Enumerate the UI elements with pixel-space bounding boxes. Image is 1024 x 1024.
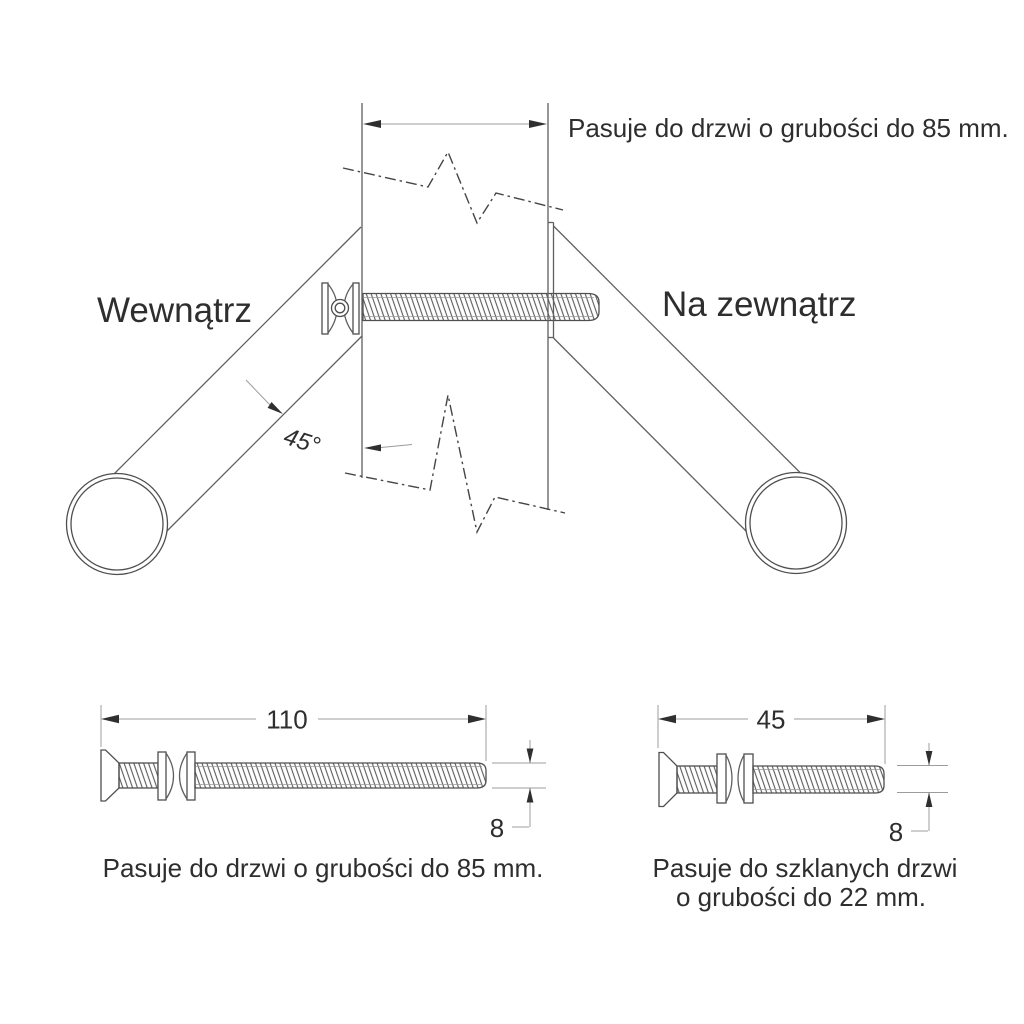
long-bolt-drawing: 110 8 Pasuje do drzwi o grubości do 85 m…	[100, 705, 546, 883]
dimension-arrow-left	[363, 120, 381, 128]
handle-tube-edge	[553, 225, 801, 473]
short-bolt-length: 45	[757, 705, 786, 735]
long-bolt-length: 110	[266, 705, 307, 735]
long-bolt-caption: Pasuje do drzwi o grubości do 85 mm.	[103, 853, 544, 883]
angle-annotation: 45°	[245, 379, 413, 460]
short-bolt-diameter: 8	[889, 817, 903, 847]
through-bolt-assembly	[362, 292, 600, 322]
thread-section	[118, 762, 159, 789]
dimension-arrow-right	[529, 120, 547, 128]
handle-tube-edge	[166, 335, 363, 532]
handle-end-cap-inner	[749, 476, 843, 570]
countersunk-head	[100, 749, 120, 802]
outside-handle: Na zewnątrz	[553, 225, 857, 575]
door-panel	[342, 103, 566, 535]
connector-spool-assembly	[321, 282, 360, 335]
threaded-shaft	[752, 765, 885, 794]
inside-handle: Wewnątrz	[65, 226, 363, 576]
angle-label: 45°	[280, 423, 323, 460]
angle-arrow-tube	[267, 402, 283, 414]
short-bolt-drawing: 45 8 Pasuje do szklanych drzwi o grubośc…	[653, 705, 958, 913]
handle-end-cap-inner	[70, 477, 164, 571]
angle-arrow-door	[364, 444, 381, 452]
countersunk-head	[658, 751, 678, 808]
short-bolt-caption-line1: Pasuje do szklanych drzwi	[653, 853, 958, 883]
long-bolt-diameter: 8	[490, 813, 504, 843]
door-thickness-note: Pasuje do drzwi o grubości do 85 mm.	[568, 113, 1009, 143]
break-line-bottom	[344, 394, 566, 535]
handle-tube-edge	[553, 337, 748, 533]
outside-label: Na zewnątrz	[662, 285, 857, 324]
handle-tube-edge	[112, 226, 362, 476]
threaded-shaft	[194, 762, 487, 789]
door-thickness-dimension: Pasuje do drzwi o grubości do 85 mm.	[363, 113, 1009, 143]
short-bolt-caption-line2: o grubości do 22 mm.	[676, 882, 926, 912]
thread-section	[676, 765, 718, 794]
inside-label: Wewnątrz	[97, 291, 252, 330]
break-line-top	[342, 150, 564, 225]
